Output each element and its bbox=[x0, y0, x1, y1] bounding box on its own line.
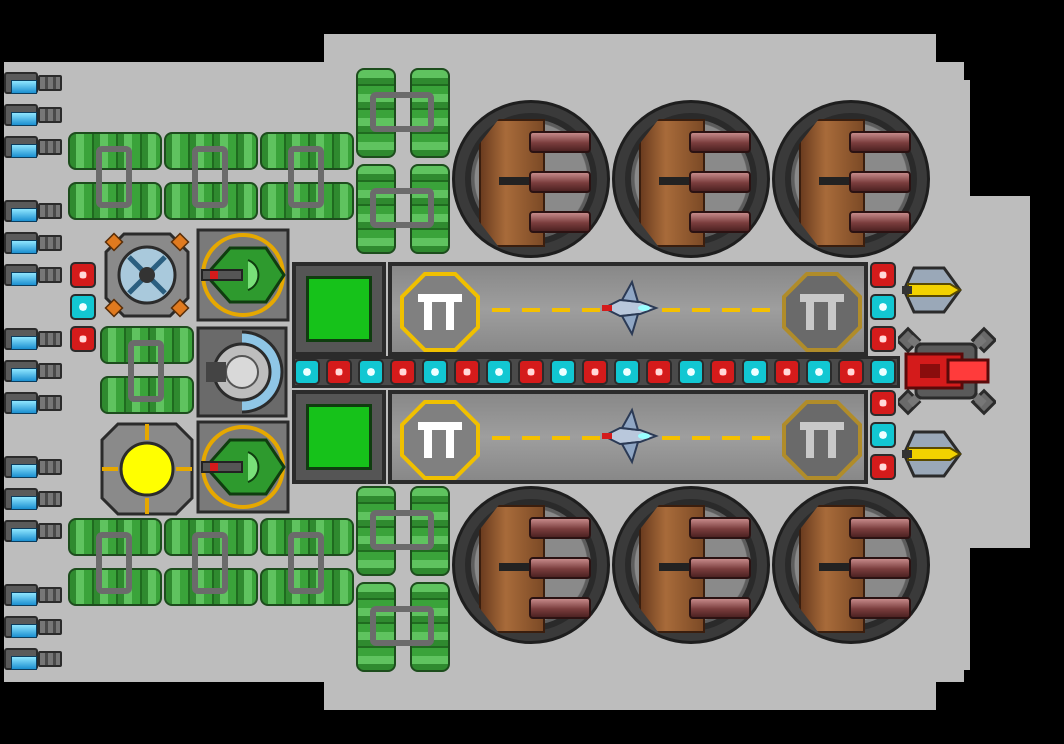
missile-launcher-icon bbox=[902, 430, 962, 478]
power-node-icon bbox=[646, 359, 672, 385]
cannon-icon bbox=[196, 420, 290, 514]
thruster-icon bbox=[4, 134, 66, 160]
power-node-icon bbox=[710, 359, 736, 385]
fuel-tank-icon bbox=[164, 132, 258, 222]
thruster-icon bbox=[4, 518, 66, 544]
thruster-icon bbox=[4, 230, 66, 256]
power-node-icon bbox=[806, 359, 832, 385]
power-node-icon bbox=[422, 359, 448, 385]
hangar-bay-icon bbox=[292, 262, 386, 356]
thruster-icon bbox=[4, 358, 66, 384]
power-node-icon bbox=[550, 359, 576, 385]
power-node-icon bbox=[70, 294, 96, 320]
power-node-icon bbox=[870, 422, 896, 448]
thruster-icon bbox=[4, 390, 66, 416]
fuel-tank-icon bbox=[260, 132, 354, 222]
power-node-icon bbox=[70, 326, 96, 352]
fuel-tank-icon bbox=[356, 582, 450, 672]
landing-pad-icon bbox=[400, 400, 480, 480]
fuel-tank-icon bbox=[164, 518, 258, 608]
turret-pod-icon bbox=[612, 100, 770, 258]
reactor-core-icon bbox=[100, 422, 194, 516]
fuel-tank-icon bbox=[260, 518, 354, 608]
hull-bottom bbox=[324, 670, 936, 710]
power-node-icon bbox=[774, 359, 800, 385]
turret-pod-icon bbox=[612, 486, 770, 644]
power-node-icon bbox=[390, 359, 416, 385]
runway-upper bbox=[388, 262, 868, 356]
hull-nose-step-bottom bbox=[930, 540, 970, 670]
shield-generator-icon bbox=[104, 232, 190, 318]
landing-pad-icon bbox=[400, 272, 480, 352]
thruster-icon bbox=[4, 102, 66, 128]
power-node-icon bbox=[870, 262, 896, 288]
thruster-icon bbox=[4, 486, 66, 512]
main-cannon-icon bbox=[898, 326, 996, 416]
landing-pad-icon bbox=[782, 400, 862, 480]
power-node-icon bbox=[614, 359, 640, 385]
fuel-tank-icon bbox=[100, 326, 194, 416]
thruster-icon bbox=[4, 646, 66, 672]
thruster-icon bbox=[4, 614, 66, 640]
power-node-icon bbox=[518, 359, 544, 385]
landing-pad-icon bbox=[782, 272, 862, 352]
turret-pod-icon bbox=[772, 100, 930, 258]
power-node-icon bbox=[454, 359, 480, 385]
power-node-icon bbox=[870, 294, 896, 320]
thruster-icon bbox=[4, 198, 66, 224]
power-node-icon bbox=[582, 359, 608, 385]
power-node-icon bbox=[294, 359, 320, 385]
power-node-icon bbox=[870, 326, 896, 352]
thruster-icon bbox=[4, 70, 66, 96]
fighter-ship-icon bbox=[601, 279, 659, 337]
hull-top bbox=[324, 34, 936, 74]
turret-pod-icon bbox=[452, 100, 610, 258]
turret-pod-icon bbox=[772, 486, 930, 644]
thruster-icon bbox=[4, 326, 66, 352]
power-node-icon bbox=[70, 262, 96, 288]
fuel-tank-icon bbox=[356, 164, 450, 254]
fighter-ship-icon bbox=[601, 407, 659, 465]
runway-lower bbox=[388, 390, 868, 484]
power-node-icon bbox=[358, 359, 384, 385]
missile-launcher-icon bbox=[902, 266, 962, 314]
cannon-icon bbox=[196, 228, 290, 322]
fuel-tank-icon bbox=[68, 132, 162, 222]
thruster-icon bbox=[4, 454, 66, 480]
fuel-tank-icon bbox=[68, 518, 162, 608]
power-node-icon bbox=[838, 359, 864, 385]
power-node-icon bbox=[326, 359, 352, 385]
sensor-dome-icon bbox=[196, 326, 288, 418]
hangar-bay-icon bbox=[292, 390, 386, 484]
power-node-icon bbox=[870, 454, 896, 480]
power-node-icon bbox=[678, 359, 704, 385]
power-node-icon bbox=[742, 359, 768, 385]
power-node-icon bbox=[870, 359, 896, 385]
fuel-tank-icon bbox=[356, 68, 450, 158]
thruster-icon bbox=[4, 582, 66, 608]
power-node-icon bbox=[870, 390, 896, 416]
thruster-icon bbox=[4, 262, 66, 288]
hull-nose-step-top bbox=[930, 80, 970, 210]
turret-pod-icon bbox=[452, 486, 610, 644]
power-node-icon bbox=[486, 359, 512, 385]
fuel-tank-icon bbox=[356, 486, 450, 576]
